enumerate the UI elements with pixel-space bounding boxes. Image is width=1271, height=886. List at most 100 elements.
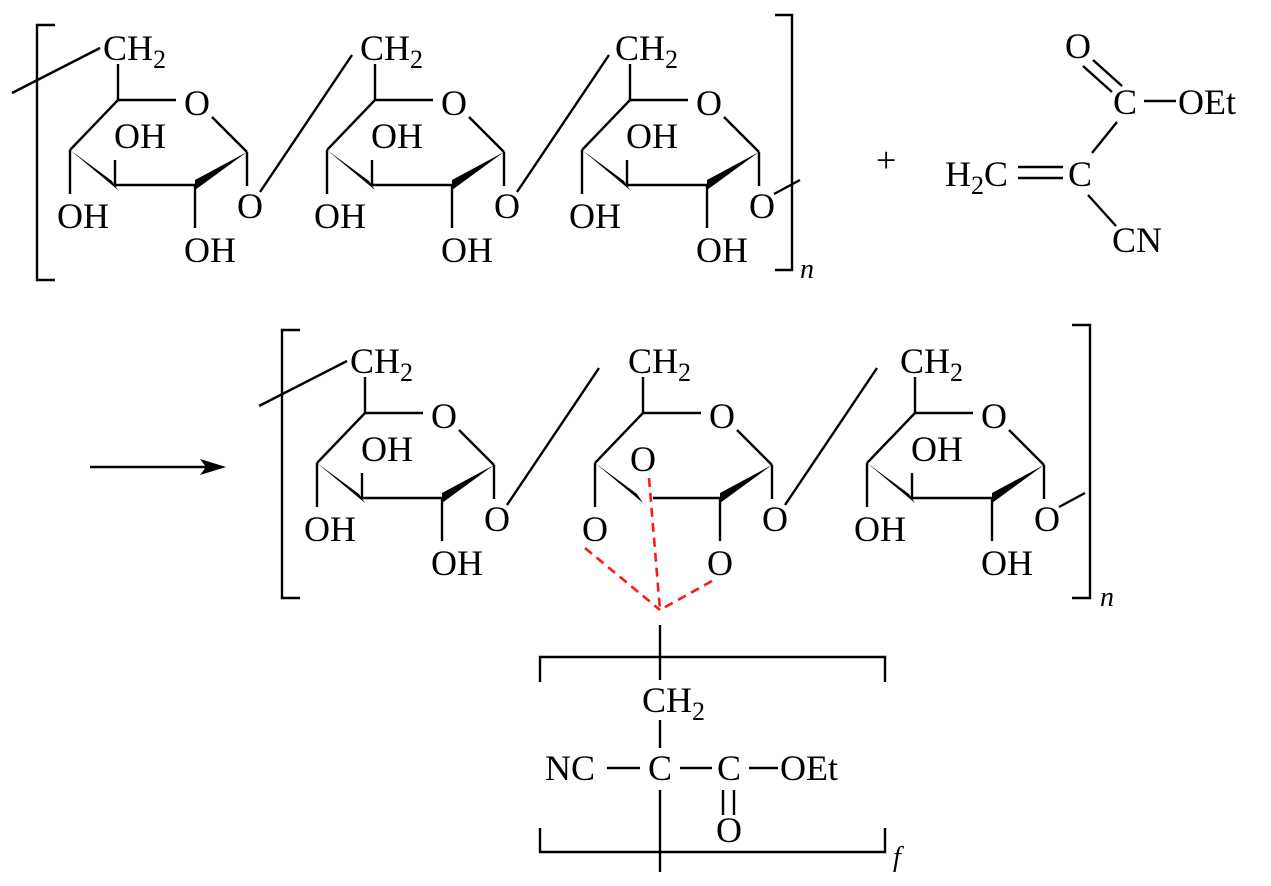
wedge-bond [327, 150, 375, 190]
hydroxyl-c2: OH [431, 543, 483, 583]
bond [458, 429, 495, 466]
ch2-label: CH2 [360, 28, 423, 74]
plus-sign: + [876, 140, 896, 180]
wedge-bond [70, 150, 118, 190]
wedge-bond [442, 465, 494, 503]
ring-oxygen: O [431, 396, 457, 436]
hydroxyl-c3: OH [114, 116, 166, 156]
carbonyl-oxygen: O [1065, 26, 1091, 66]
repeat-bracket-left-top [35, 23, 55, 282]
hydroxyl-c3: OH [626, 116, 678, 156]
chain-bond [773, 178, 801, 196]
hydroxyl-c4: OH [314, 196, 366, 236]
graft-ethoxy: OEt [780, 748, 838, 788]
repeat-index-n-bottom: n [1100, 582, 1114, 613]
wedge-bond [452, 152, 504, 190]
bond [736, 429, 773, 466]
ch2-label: CH2 [900, 341, 963, 387]
bond [211, 116, 248, 153]
bond [468, 116, 505, 153]
wedge-bond [595, 463, 643, 503]
hydroxyl-c4: OH [569, 196, 621, 236]
bond [581, 99, 631, 151]
hydroxyl-c3: OH [911, 429, 963, 469]
interaction-dashed-line [647, 477, 662, 611]
ring-oxygen: O [981, 396, 1007, 436]
wedge-bond [582, 150, 630, 190]
glucose-units: CH2OOOHOHOHCH2OOOHOHOHCH2OOOHOHOHCH2OOOH… [11, 28, 1086, 612]
ethyl-cyanoacrylate: O C OEt H2C C CN [945, 26, 1236, 260]
hydroxyl-c4: OH [304, 509, 356, 549]
hydroxyl-c2: OH [981, 543, 1033, 583]
hydroxyl-c4: OH [57, 196, 109, 236]
wedge-bond [720, 465, 772, 503]
grafted-polycyanoacrylate: f CH2 NC C C OEt O [538, 625, 904, 873]
wedge-bond [867, 463, 915, 503]
methylene-h: H2C [945, 154, 1008, 200]
nitrile-group: CN [1112, 220, 1162, 260]
chain-bond [11, 46, 101, 95]
reaction-arrow [90, 459, 226, 475]
repeat-index-f: f [893, 842, 904, 873]
bond [866, 412, 916, 464]
ring-oxygen: O [441, 83, 467, 123]
interaction-dashed-line [584, 546, 661, 612]
repeat-index-n-top: n [800, 254, 814, 285]
repeat-bracket-right-bottom [1072, 323, 1092, 600]
graft-alpha-carbon: C [648, 748, 672, 788]
graft-carbonyl-oxygen: O [716, 810, 742, 850]
bond [69, 99, 119, 151]
ch2-label: CH2 [628, 341, 691, 387]
chain-bond [1058, 491, 1086, 509]
graft-methylene: CH2 [642, 680, 705, 726]
c3-oxygen: O [630, 439, 656, 479]
ch2-label: CH2 [615, 28, 678, 74]
repeat-bracket-right-top [775, 13, 794, 272]
wedge-bond [707, 152, 759, 190]
bond [594, 412, 644, 464]
glycosidic-oxygen: O [1034, 499, 1060, 539]
ring-oxygen: O [184, 83, 210, 123]
chain-bond [506, 367, 600, 506]
repeat-bracket-left-bottom [280, 328, 300, 600]
hydroxyl-c4: OH [854, 509, 906, 549]
hydroxyl-c3: OH [371, 116, 423, 156]
ch2-label: CH2 [350, 341, 413, 387]
hydroxyl-c2: OH [696, 230, 748, 270]
ch2-label: CH2 [103, 28, 166, 74]
bond [316, 412, 366, 464]
glycosidic-oxygen: O [749, 186, 775, 226]
glycosidic-oxygen: O [237, 186, 263, 226]
ring-oxygen: O [709, 396, 735, 436]
chain-bond [516, 54, 610, 193]
hydroxyl-c3: OH [361, 429, 413, 469]
glycosidic-oxygen: O [762, 499, 788, 539]
ethoxy-group: OEt [1178, 82, 1236, 122]
c2-oxygen: O [707, 543, 733, 583]
c4-oxygen: O [582, 509, 608, 549]
wedge-bond [317, 463, 365, 503]
chain-bond [784, 367, 878, 506]
wedge-bond [195, 152, 247, 190]
glycosidic-oxygen: O [484, 499, 510, 539]
bond [723, 116, 760, 153]
graft-nitrile: NC [545, 748, 595, 788]
carbonyl-carbon: C [1113, 82, 1137, 122]
hydroxyl-c2: OH [184, 230, 236, 270]
wedge-bond [992, 465, 1044, 503]
chain-bond [259, 54, 353, 193]
graft-carbonyl-carbon: C [717, 748, 741, 788]
glycosidic-oxygen: O [494, 186, 520, 226]
interaction-dashed-line [659, 579, 713, 612]
ring-oxygen: O [696, 83, 722, 123]
alpha-carbon: C [1068, 154, 1092, 194]
bond [326, 99, 376, 151]
chain-bond [258, 359, 348, 408]
